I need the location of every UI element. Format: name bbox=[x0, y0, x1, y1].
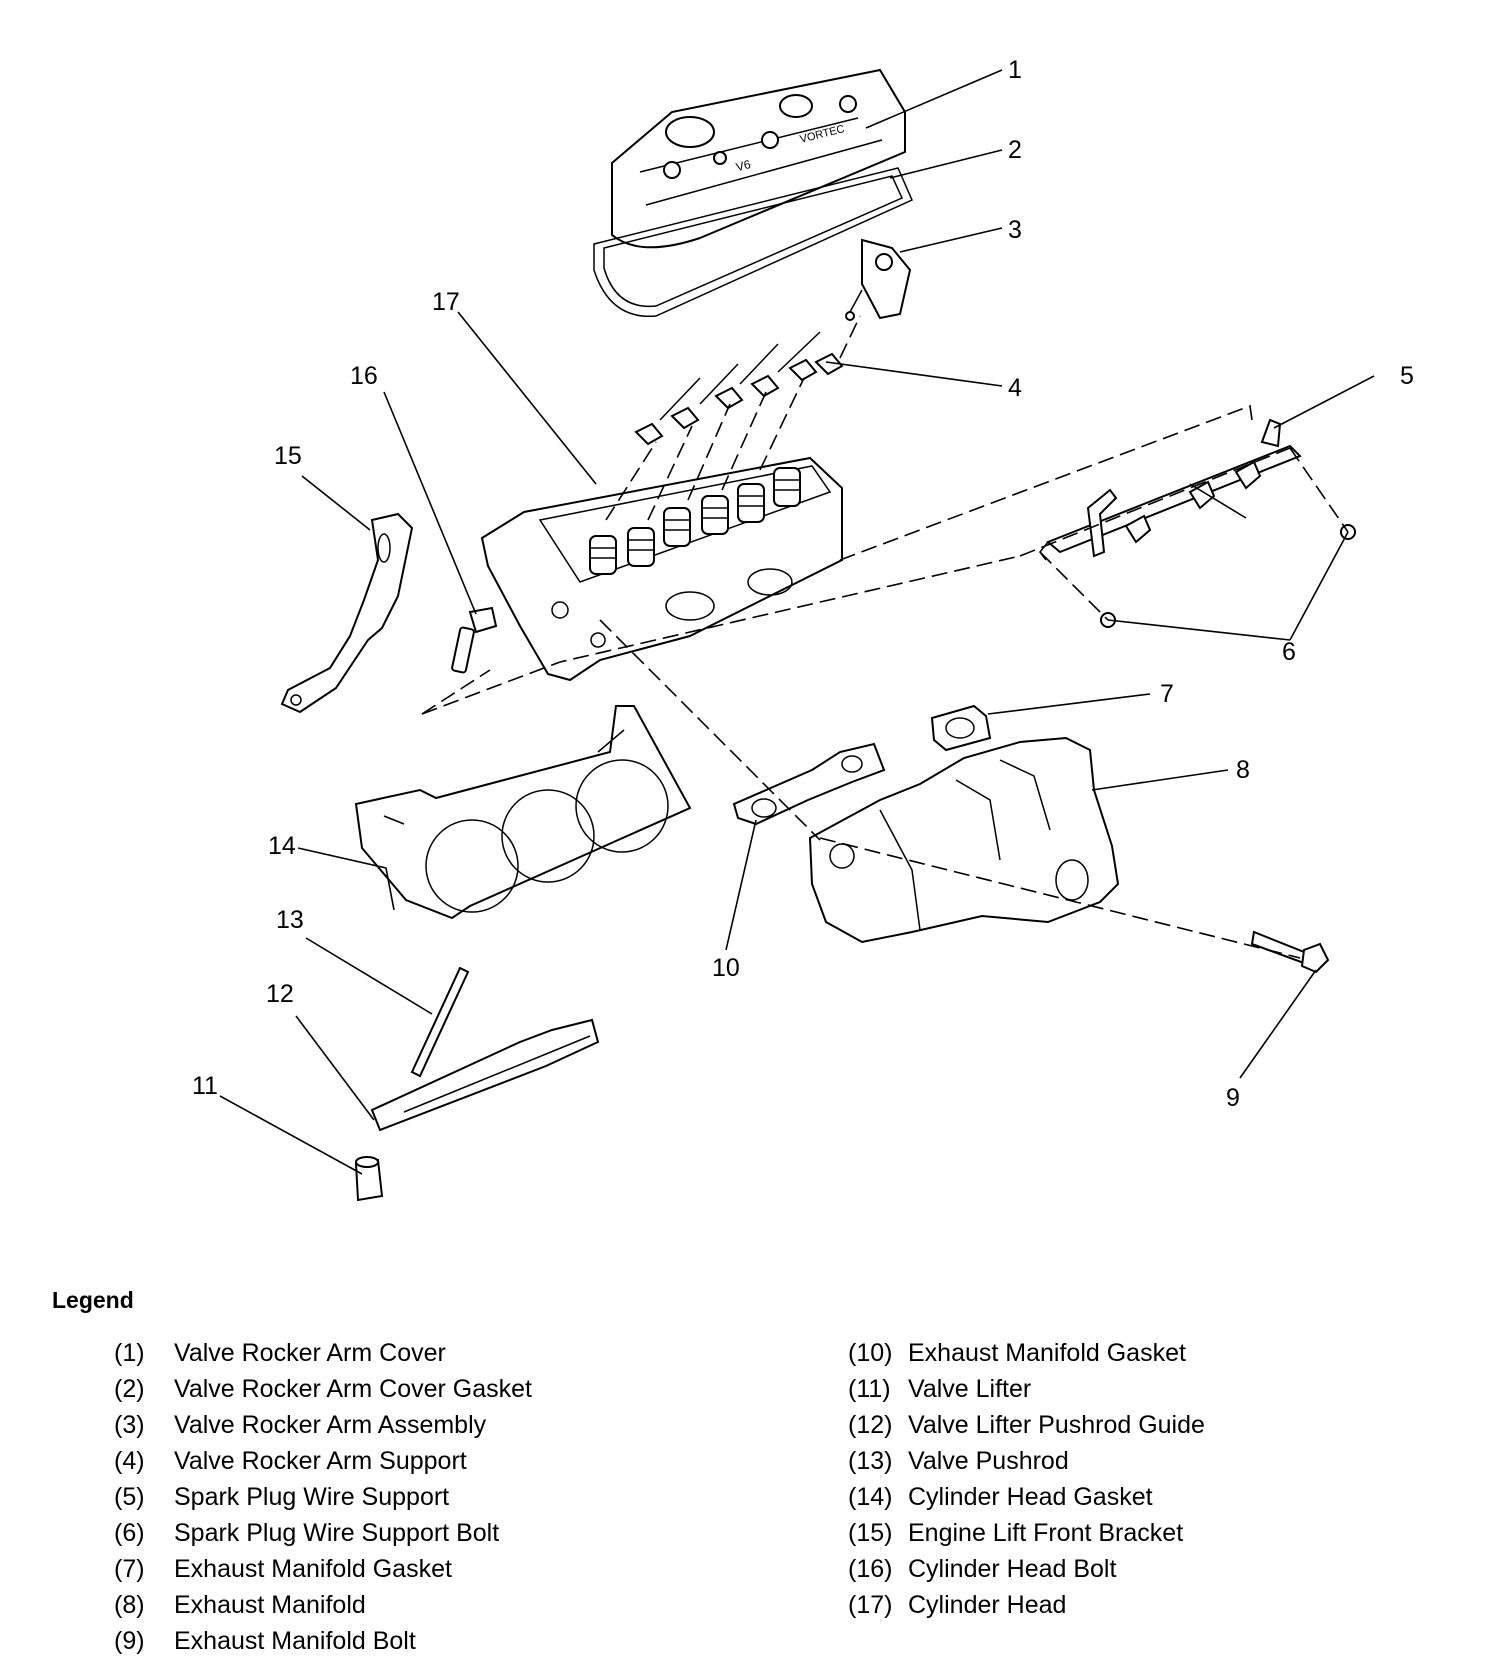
legend-column-right: (10) Exhaust Manifold Gasket (11) Valve Li… bbox=[848, 1335, 1205, 1623]
legend-item-number: (9) bbox=[114, 1627, 145, 1655]
legend-item-label: Valve Lifter bbox=[908, 1375, 1032, 1403]
legend-item-number: (2) bbox=[114, 1375, 145, 1403]
callout-2: 2 bbox=[1008, 136, 1022, 164]
legend-item: (1) Valve Rocker Arm Cover bbox=[114, 1335, 532, 1371]
legend-item: (10) Exhaust Manifold Gasket bbox=[848, 1335, 1205, 1371]
valve-rocker-arm-cover: V6 VORTEC bbox=[611, 68, 906, 249]
legend-item-label: Cylinder Head Bolt bbox=[908, 1555, 1117, 1583]
legend-item: (7) Exhaust Manifold Gasket bbox=[114, 1551, 532, 1587]
legend-item: (5) Spark Plug Wire Support bbox=[114, 1479, 532, 1515]
legend-item-label: Cylinder Head bbox=[908, 1591, 1067, 1619]
legend-item-label: Valve Rocker Arm Cover bbox=[174, 1339, 446, 1367]
legend-item-number: (3) bbox=[114, 1411, 145, 1439]
valve-rocker-arm-support bbox=[634, 331, 844, 446]
legend-item-number: (4) bbox=[114, 1447, 145, 1475]
valve-pushrod bbox=[410, 966, 470, 1078]
exhaust-manifold bbox=[808, 736, 1120, 944]
legend-item-number: (15) bbox=[848, 1519, 893, 1547]
legend-item-number: (12) bbox=[848, 1411, 893, 1439]
spark-plug-wire-support bbox=[1039, 418, 1302, 561]
legend-item-number: (1) bbox=[114, 1339, 145, 1367]
legend-item-number: (11) bbox=[848, 1375, 891, 1403]
legend-item-number: (17) bbox=[848, 1591, 893, 1619]
legend-item: (16) Cylinder Head Bolt bbox=[848, 1551, 1205, 1587]
callout-3: 3 bbox=[1008, 216, 1022, 244]
legend-item-label: Valve Pushrod bbox=[908, 1447, 1069, 1475]
callout-12: 12 bbox=[266, 980, 294, 1008]
legend-item-label: Exhaust Manifold bbox=[174, 1591, 366, 1619]
callout-4: 4 bbox=[1008, 374, 1022, 402]
legend-item-label: Valve Rocker Arm Support bbox=[174, 1447, 467, 1475]
callout-7: 7 bbox=[1160, 680, 1174, 708]
legend-item-number: (16) bbox=[848, 1555, 893, 1583]
callout-13: 13 bbox=[276, 906, 304, 934]
legend-item: (9) Exhaust Manifold Bolt bbox=[114, 1623, 532, 1659]
legend-item-label: Exhaust Manifold Gasket bbox=[174, 1555, 452, 1583]
valve-lifter bbox=[354, 1156, 384, 1202]
legend-item-number: (13) bbox=[848, 1447, 893, 1475]
legend-item: (12) Valve Lifter Pushrod Guide bbox=[848, 1407, 1205, 1443]
legend-item-label: Valve Rocker Arm Cover Gasket bbox=[174, 1375, 532, 1403]
callout-1: 1 bbox=[1008, 56, 1022, 84]
callout-16: 16 bbox=[350, 362, 378, 390]
callout-numbers: 1 2 3 4 5 6 7 8 9 10 11 12 13 14 15 16 1… bbox=[192, 56, 1414, 1112]
cylinder-head-gasket bbox=[354, 705, 692, 920]
legend-title: Legend bbox=[52, 1287, 134, 1313]
callout-14: 14 bbox=[268, 832, 296, 860]
legend-column-left: (1) Valve Rocker Arm Cover (2) Valve Rocke… bbox=[114, 1335, 532, 1659]
legend-item-label: Spark Plug Wire Support bbox=[174, 1483, 450, 1511]
legend-item: (15) Engine Lift Front Bracket bbox=[848, 1515, 1205, 1551]
callout-17: 17 bbox=[432, 288, 460, 316]
callout-8: 8 bbox=[1236, 756, 1250, 784]
legend-item-number: (10) bbox=[848, 1339, 893, 1367]
valve-lifter-pushrod-guide bbox=[370, 1018, 600, 1132]
valve-springs bbox=[589, 467, 801, 575]
legend-item-number: (8) bbox=[114, 1591, 145, 1619]
legend-item-label: Cylinder Head Gasket bbox=[908, 1483, 1153, 1511]
legend-item-label: Engine Lift Front Bracket bbox=[908, 1519, 1184, 1547]
callout-9: 9 bbox=[1226, 1084, 1240, 1112]
legend-item: (6) Spark Plug Wire Support Bolt bbox=[114, 1515, 532, 1551]
callout-15: 15 bbox=[274, 442, 302, 470]
exhaust-manifold-bolt bbox=[1250, 930, 1330, 974]
legend-item-label: Valve Lifter Pushrod Guide bbox=[908, 1411, 1205, 1439]
callout-5: 5 bbox=[1400, 362, 1414, 390]
valve-rocker-arm-cover-gasket bbox=[593, 167, 913, 318]
legend-item-number: (7) bbox=[114, 1555, 145, 1583]
legend-item: (2) Valve Rocker Arm Cover Gasket bbox=[114, 1371, 532, 1407]
engine-lift-front-bracket bbox=[280, 512, 414, 714]
exhaust-manifold-gasket-7 bbox=[930, 704, 992, 752]
legend-item: (13) Valve Pushrod bbox=[848, 1443, 1205, 1479]
legend-item-label: Valve Rocker Arm Assembly bbox=[174, 1411, 487, 1439]
cylinder-head-bolt bbox=[451, 606, 498, 674]
cover-badge-v6: V6 bbox=[734, 157, 752, 174]
legend-item-number: (5) bbox=[114, 1483, 145, 1511]
legend-item: (14) Cylinder Head Gasket bbox=[848, 1479, 1205, 1515]
leader-lines bbox=[219, 69, 1375, 1175]
legend-item: (11) Valve Lifter bbox=[848, 1371, 1205, 1407]
legend-item-number: (6) bbox=[114, 1519, 145, 1547]
legend-item: (4) Valve Rocker Arm Support bbox=[114, 1443, 532, 1479]
assembly-lines bbox=[421, 315, 1349, 959]
exhaust-manifold-gasket-10 bbox=[732, 742, 886, 826]
legend-item-label: Exhaust Manifold Gasket bbox=[908, 1339, 1186, 1367]
callout-11: 11 bbox=[192, 1072, 218, 1100]
callout-6: 6 bbox=[1282, 638, 1296, 666]
legend-item-number: (14) bbox=[848, 1483, 893, 1511]
exploded-parts-diagram: V6 VORTEC bbox=[192, 56, 1414, 1202]
legend-item: (17) Cylinder Head bbox=[848, 1587, 1205, 1623]
legend-item-label: Exhaust Manifold Bolt bbox=[174, 1627, 416, 1655]
legend-item: (3) Valve Rocker Arm Assembly bbox=[114, 1407, 532, 1443]
legend-item-label: Spark Plug Wire Support Bolt bbox=[174, 1519, 500, 1547]
callout-10: 10 bbox=[712, 954, 740, 982]
cylinder-head bbox=[480, 456, 843, 682]
legend-item: (8) Exhaust Manifold bbox=[114, 1587, 532, 1623]
valve-rocker-arm-assembly bbox=[845, 238, 912, 321]
